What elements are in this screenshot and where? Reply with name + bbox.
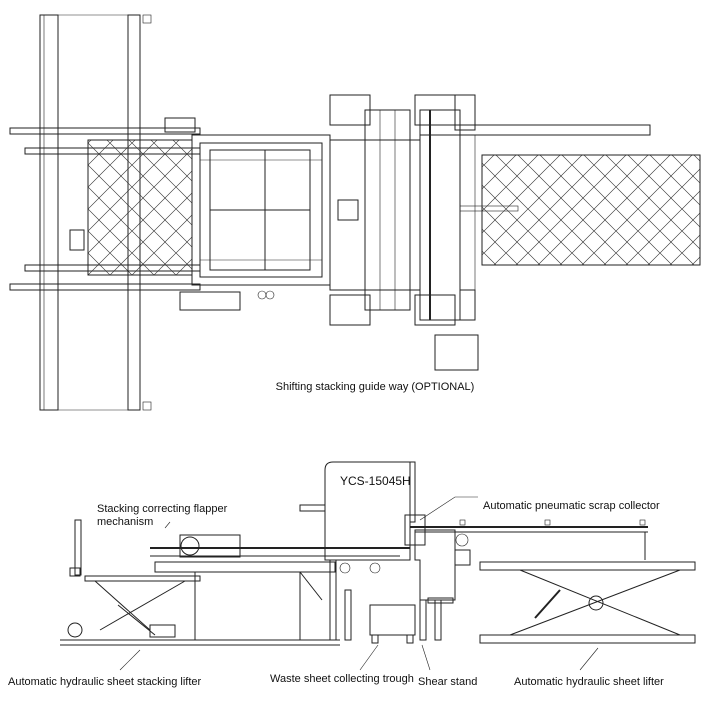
label-stacking-lifter: Automatic hydraulic sheet stacking lifte…: [8, 676, 202, 688]
stacking-lifter: [60, 519, 340, 646]
label-flapper: Stacking correcting flapper: [97, 503, 228, 515]
shear-machine-side: YCS-15045H: [299, 461, 471, 601]
side-view-elevation: YCS-15045H: [8, 461, 696, 688]
control-box: [434, 334, 479, 371]
sheet-lifter: [479, 561, 696, 644]
label-scrap-collector: Automatic pneumatic scrap collector: [483, 500, 660, 512]
feed-gate-top: [414, 94, 651, 326]
model-number: YCS-15045H: [340, 474, 411, 488]
shear-machine-top: [329, 94, 421, 326]
label-flapper-line2: mechanism: [97, 516, 153, 528]
label-shear-stand: Shear stand: [418, 676, 477, 688]
waste-trough: [369, 604, 416, 644]
top-view-plan: Shifting stacking guide way (OPTIONAL): [9, 14, 701, 411]
stacking-conveyor-frame: [164, 117, 331, 311]
label-sheet-lifter: Automatic hydraulic sheet lifter: [514, 676, 664, 688]
stacking-table-top: [87, 139, 193, 276]
leader-lines: [119, 496, 599, 671]
feeding-table-top: [481, 154, 701, 266]
label-waste-trough: Waste sheet collecting trough: [270, 673, 414, 685]
stacking-conveyor: [150, 534, 410, 640]
guide-way-caption: Shifting stacking guide way (OPTIONAL): [276, 381, 475, 393]
feed-conveyor: [410, 519, 648, 560]
